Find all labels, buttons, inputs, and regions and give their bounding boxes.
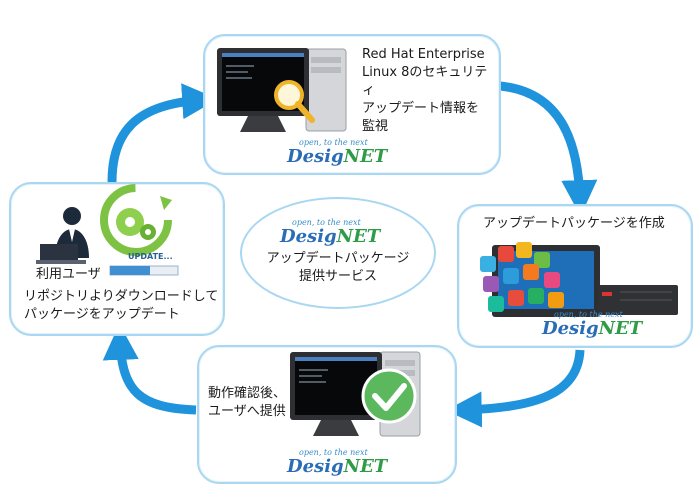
step-monitor-line-4: 監視 [362,119,389,134]
step-update-text: リポジトリよりダウンロードして パッケージをアップデート [24,288,218,324]
arrow-top-to-right [499,81,598,217]
logo-tagline: open, to the next [554,310,623,319]
logo-word-2: NET [343,146,388,167]
center-service-line-2: 提供サービス [298,269,377,284]
center-service-line-1: アップデートパッケージ [266,251,410,266]
arrow-left-to-top [107,83,219,183]
logo-word-2: NET [598,318,643,339]
center-service-ellipse [240,197,436,309]
logo-tagline: open, to the next [292,218,361,227]
step-update-line-1: リポジトリよりダウンロードして [24,289,219,304]
center-service-text: アップデートパッケージ 提供サービス [240,250,436,286]
logo-word-1: Desig [287,456,344,477]
step-monitor-line-3: アップデート情報を [362,101,480,116]
designet-logo: open, to the next DesigNET [276,218,396,248]
logo-tagline: open, to the next [299,138,368,147]
designet-logo: open, to the next DesigNET [283,138,403,168]
logo-word-1: Desig [287,146,344,167]
designet-logo: open, to the next DesigNET [283,448,403,478]
logo-word-1: Desig [280,226,337,247]
step-update-line-2: パッケージをアップデート [24,307,180,322]
step-monitor-line-2: Linux 8のセキュリティ [362,65,488,98]
logo-word-1: Desig [542,318,599,339]
arrow-right-to-bottom [445,349,585,428]
step-deliver-line-2: ユーザへ提供 [208,404,286,419]
logo-word-2: NET [343,456,388,477]
arrow-bottom-to-left [102,323,197,415]
logo-tagline: open, to the next [299,448,368,457]
step-monitor-line-1: Red Hat Enterprise [362,47,485,62]
step-create-text: アップデートパッケージを作成 [483,216,665,231]
user-label: 利用ユーザ [36,267,101,282]
step-deliver-text: 動作確認後、 ユーザへ提供 [208,385,286,421]
logo-word-2: NET [336,226,381,247]
step-deliver-line-1: 動作確認後、 [208,386,287,401]
step-monitor-text: Red Hat Enterprise Linux 8のセキュリティ アップデート… [362,46,492,136]
update-label: UPDATE... [128,252,173,261]
designet-logo: open, to the next DesigNET [538,310,658,340]
